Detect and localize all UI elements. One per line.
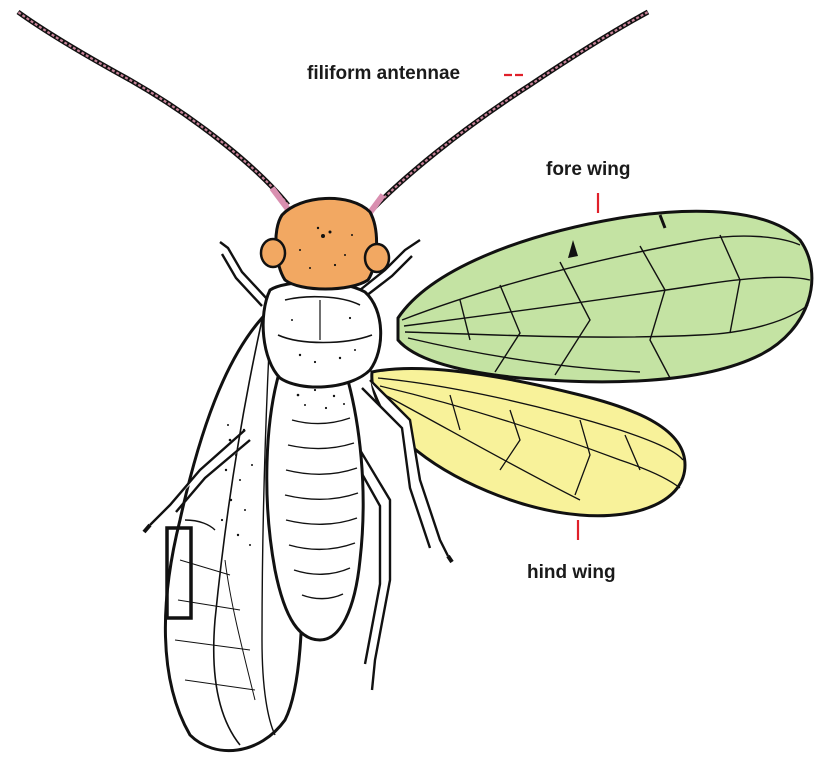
thorax	[263, 282, 381, 387]
hind-wing	[372, 369, 685, 516]
antennae	[18, 12, 648, 218]
antennae-label: filiform antennae	[307, 64, 460, 83]
hind-wing-label: hind wing	[527, 563, 616, 582]
head	[261, 198, 389, 289]
fore-wing-label: fore wing	[546, 160, 630, 179]
abdomen	[267, 370, 363, 640]
fore-wing	[398, 211, 812, 382]
